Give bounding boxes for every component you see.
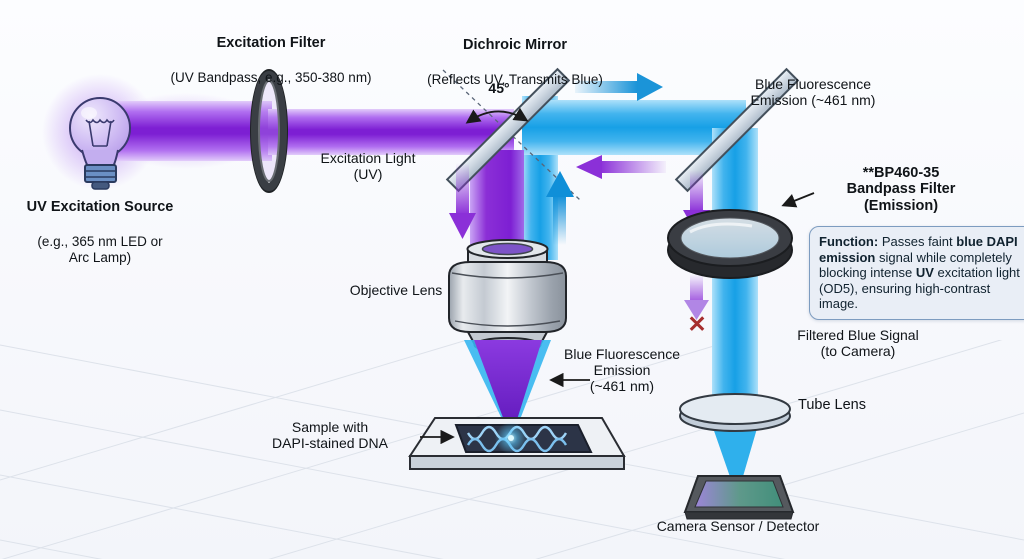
function-callout-text-1: Passes faint — [878, 234, 957, 249]
function-callout-bold-2: blue DAPI emission — [819, 234, 1018, 265]
bandpass-filter-title: **BP460-35 Bandpass Filter (Emission) — [846, 164, 956, 215]
incidence-angle-label: 45° — [488, 80, 510, 96]
blocked-uv-icon: ✕ — [687, 311, 707, 337]
camera-sensor-icon — [683, 475, 795, 520]
uv-source-title: UV Excitation Source — [26, 198, 174, 215]
dichroic-mirror-subtitle: (Reflects UV, Transmits Blue) — [427, 71, 603, 87]
tube-lens-icon — [679, 393, 791, 432]
emission-filter-icon — [667, 209, 793, 279]
function-callout-text-3: excitation light (OD5), ensuring high-co… — [819, 265, 1020, 312]
excitation-filter-subtitle: (UV Bandpass, e.g., 350-380 nm) — [170, 69, 372, 85]
excitation-filter-label: Excitation Filter (UV Bandpass, e.g., 35… — [170, 16, 371, 104]
sample-label: Sample with DAPI-stained DNA — [272, 419, 388, 452]
blue-emission-mid-label: Blue Fluorescence Emission (~461 nm) — [564, 346, 680, 395]
function-callout: Function: Passes faint blue DAPI emissio… — [809, 226, 1024, 320]
uv-source-subtitle: (e.g., 365 nm LED or Arc Lamp) — [37, 233, 163, 265]
emission-up-arrow — [546, 171, 574, 245]
excitation-light-label: Excitation Light (UV) — [320, 150, 416, 183]
function-callout-bold-1: Function: — [819, 234, 879, 249]
dichroic-mirror-label: Dichroic Mirror (Reflects UV, Transmits … — [427, 18, 603, 106]
filtered-signal-label: Filtered Blue Signal (to Camera) — [797, 327, 919, 360]
uv-down-arrow — [449, 163, 476, 239]
dna-sample-icon — [466, 422, 568, 454]
function-callout-bold-3: UV — [915, 265, 934, 281]
focus-cone — [464, 340, 551, 440]
uv-source-label: UV Excitation Source (e.g., 365 nm LED o… — [27, 180, 174, 284]
blue-emission-top-label: Blue Fluorescence Emission (~461 nm) — [750, 76, 876, 109]
function-callout-text-2: signal while completely blocking intense — [819, 249, 1012, 281]
blue-emission-arrow — [575, 73, 663, 101]
uv-blocked-arrow — [684, 274, 709, 320]
dichroic-mirror-title: Dichroic Mirror — [463, 36, 567, 53]
filter-pointer-arrow — [781, 192, 815, 208]
tube-lens-label: Tube Lens — [798, 397, 866, 413]
excitation-filter-icon — [250, 69, 288, 193]
uv-stray-left-arrow — [576, 155, 666, 179]
objective-lens-label: Objective Lens — [349, 282, 443, 298]
dichroic-mirror — [442, 67, 581, 201]
light-bulb-icon — [69, 97, 131, 190]
camera-label: Camera Sensor / Detector — [656, 518, 820, 534]
excitation-filter-title: Excitation Filter — [216, 34, 326, 51]
fold-mirror — [674, 67, 800, 193]
